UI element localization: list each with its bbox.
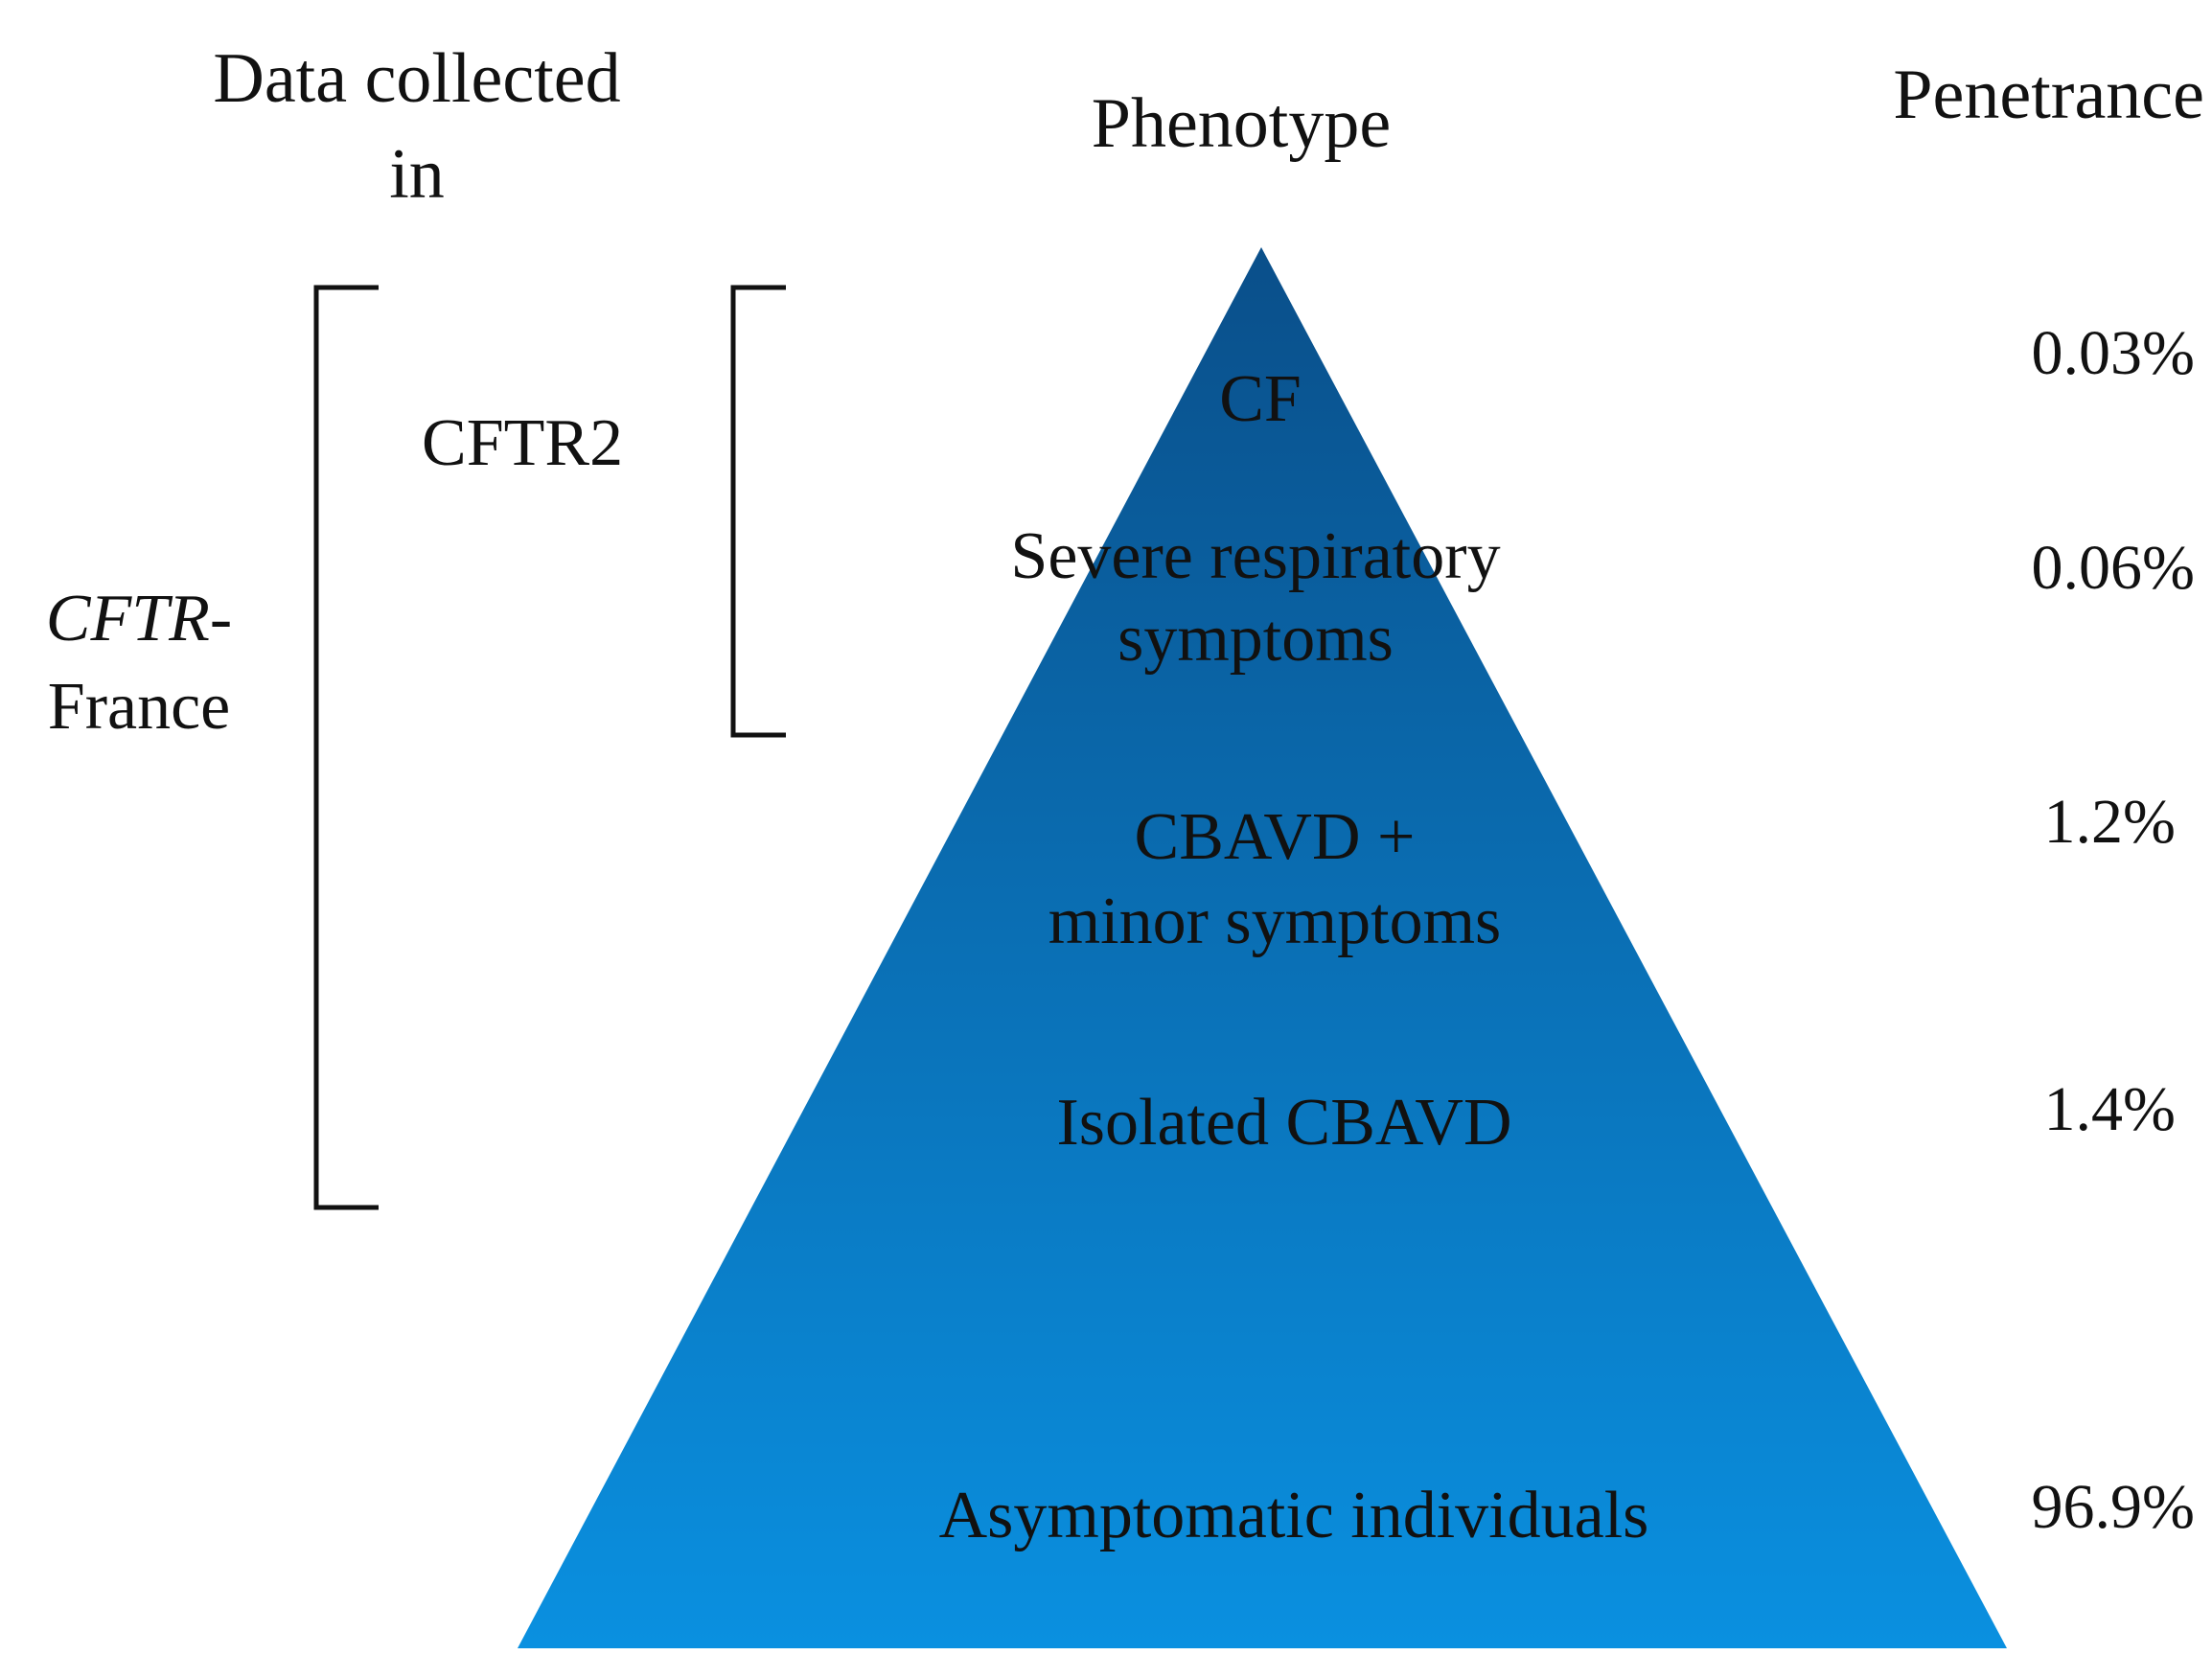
penetrance-cbavd-minor: 1.2% bbox=[2043, 787, 2176, 857]
phenotype-cbavd-minor-line2: minor symptoms bbox=[1048, 885, 1502, 958]
penetrance-severe-respiratory: 0.06% bbox=[2031, 533, 2195, 603]
phenotype-severe-respiratory: Severe respiratory symptoms bbox=[939, 516, 1572, 680]
data-collected-header: Data collected in bbox=[144, 31, 690, 222]
cftr-france-bracket bbox=[313, 285, 379, 1210]
cftr-france-dash: - bbox=[209, 582, 233, 655]
penetrance-isolated-cbavd: 1.4% bbox=[2043, 1074, 2176, 1144]
phenotype-cbavd-minor: CBAVD + minor symptoms bbox=[958, 795, 1591, 964]
phenotype-cf: CF bbox=[1219, 362, 1302, 436]
cftr2-bracket bbox=[730, 285, 786, 738]
phenotype-pyramid bbox=[518, 247, 2007, 1648]
cftr-france-line2: France bbox=[47, 670, 231, 744]
data-collected-header-line1: Data collected bbox=[213, 39, 621, 118]
phenotype-asymptomatic: Asymptomatic individuals bbox=[938, 1479, 1649, 1552]
phenotype-isolated-cbavd: Isolated CBAVD bbox=[1056, 1086, 1512, 1160]
penetrance-asymptomatic: 96.9% bbox=[2031, 1472, 2195, 1542]
cftr-france-italic: CFTR bbox=[45, 582, 210, 655]
phenotype-severe-respiratory-line2: symptoms bbox=[1118, 602, 1394, 676]
phenotype-header: Phenotype bbox=[1091, 84, 1392, 163]
data-collected-header-line2: in bbox=[389, 135, 445, 214]
phenotype-cbavd-minor-line1: CBAVD + bbox=[1134, 800, 1416, 874]
penetrance-header: Penetrance bbox=[1893, 56, 2204, 134]
cftr2-label: CFTR2 bbox=[422, 406, 624, 480]
phenotype-severe-respiratory-line1: Severe respiratory bbox=[1010, 519, 1501, 593]
cftr-france-label: CFTR- France bbox=[19, 575, 259, 751]
penetrance-cf: 0.03% bbox=[2031, 318, 2195, 388]
